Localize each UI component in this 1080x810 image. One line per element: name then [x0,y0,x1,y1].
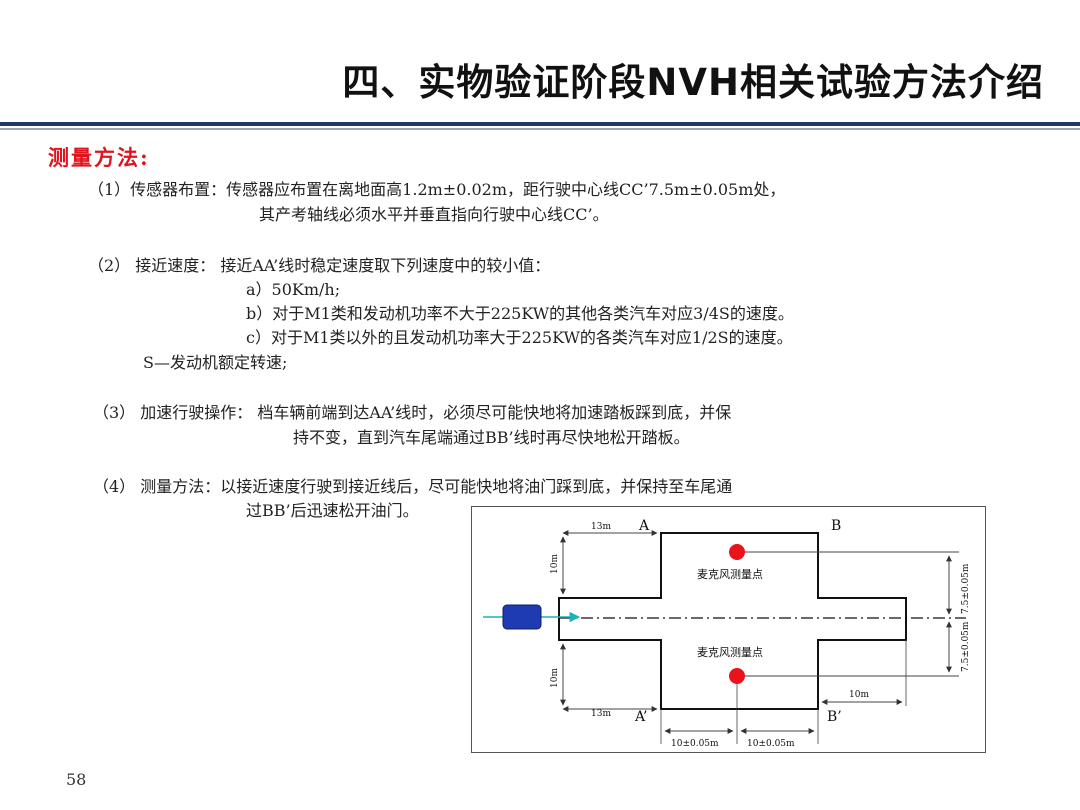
item-2-note: S—发动机额定转速; [143,353,288,372]
diagram-frame [471,506,986,753]
dim-bottom-right-text: 10±0.05m [747,739,795,749]
dim-10m-right-text: 10m [849,690,869,700]
item-2-option-b: b）对于M1类和发动机功率不大于225KW的其他各类汽车对应3/4S的速度。 [246,304,794,323]
mic-label-bottom: 麦克风测量点 [697,646,763,659]
item-3-line-1: （3） 加速行驶操作： 档车辆前端到达AA’线时，必须尽可能快地将加速踏板踩到底… [93,403,732,422]
item-2-option-c: c）对于M1类以外的且发动机功率大于225KW的各类汽车对应1/2S的速度。 [246,328,793,347]
item-1-line-2: 其产考轴线必须水平并垂直指向行驶中心线CC’。 [259,205,609,224]
test-site-diagram: 麦克风测量点 麦克风测量点 A B A’ B’ 13m 13m 10m 10m … [471,506,986,753]
dim-7-5-top-text: 7.5±0.05m [961,563,971,614]
line-label-b: B [831,518,841,534]
dim-10m-left-top-text: 10m [550,554,560,574]
line-label-a-prime: A’ [634,709,648,725]
line-label-a: A [638,518,650,534]
section-heading: 测量方法: [48,145,150,170]
dim-10m-left-bottom-text: 10m [550,668,560,688]
item-1-line-1: （1）传感器布置：传感器应布置在离地面高1.2m±0.02m，距行驶中心线CC’… [88,180,786,199]
dim-13m-top-text: 13m [591,522,611,532]
page-number: 58 [66,770,87,789]
page-title: 四、实物验证阶段NVH相关试验方法介绍 [342,61,1044,104]
item-2-option-a: a）50Km/h; [246,280,341,299]
title-divider [0,122,1080,126]
dim-7-5-bottom-text: 7.5±0.05m [961,621,971,672]
mic-label-top: 麦克风测量点 [697,568,763,581]
line-label-b-prime: B’ [827,709,842,725]
item-4-line-2: 过BB’后迅速松开油门。 [246,501,419,520]
mic-point-bottom [729,668,745,684]
item-2-line-1: （2） 接近速度： 接近AA’线时稳定速度取下列速度中的较小值： [88,256,551,275]
mic-point-top [729,544,745,560]
dim-13m-bottom-text: 13m [591,709,611,719]
vehicle-icon [502,604,542,630]
item-4-line-1: （4） 测量方法：以接近速度行驶到接近线后，尽可能快地将油门踩到底，并保持至车尾… [93,477,733,496]
dim-bottom-left-text: 10±0.05m [671,739,719,749]
title-divider-secondary [0,128,1080,130]
item-3-line-2: 持不变，直到汽车尾端通过BB’线时再尽快地松开踏板。 [293,428,690,447]
